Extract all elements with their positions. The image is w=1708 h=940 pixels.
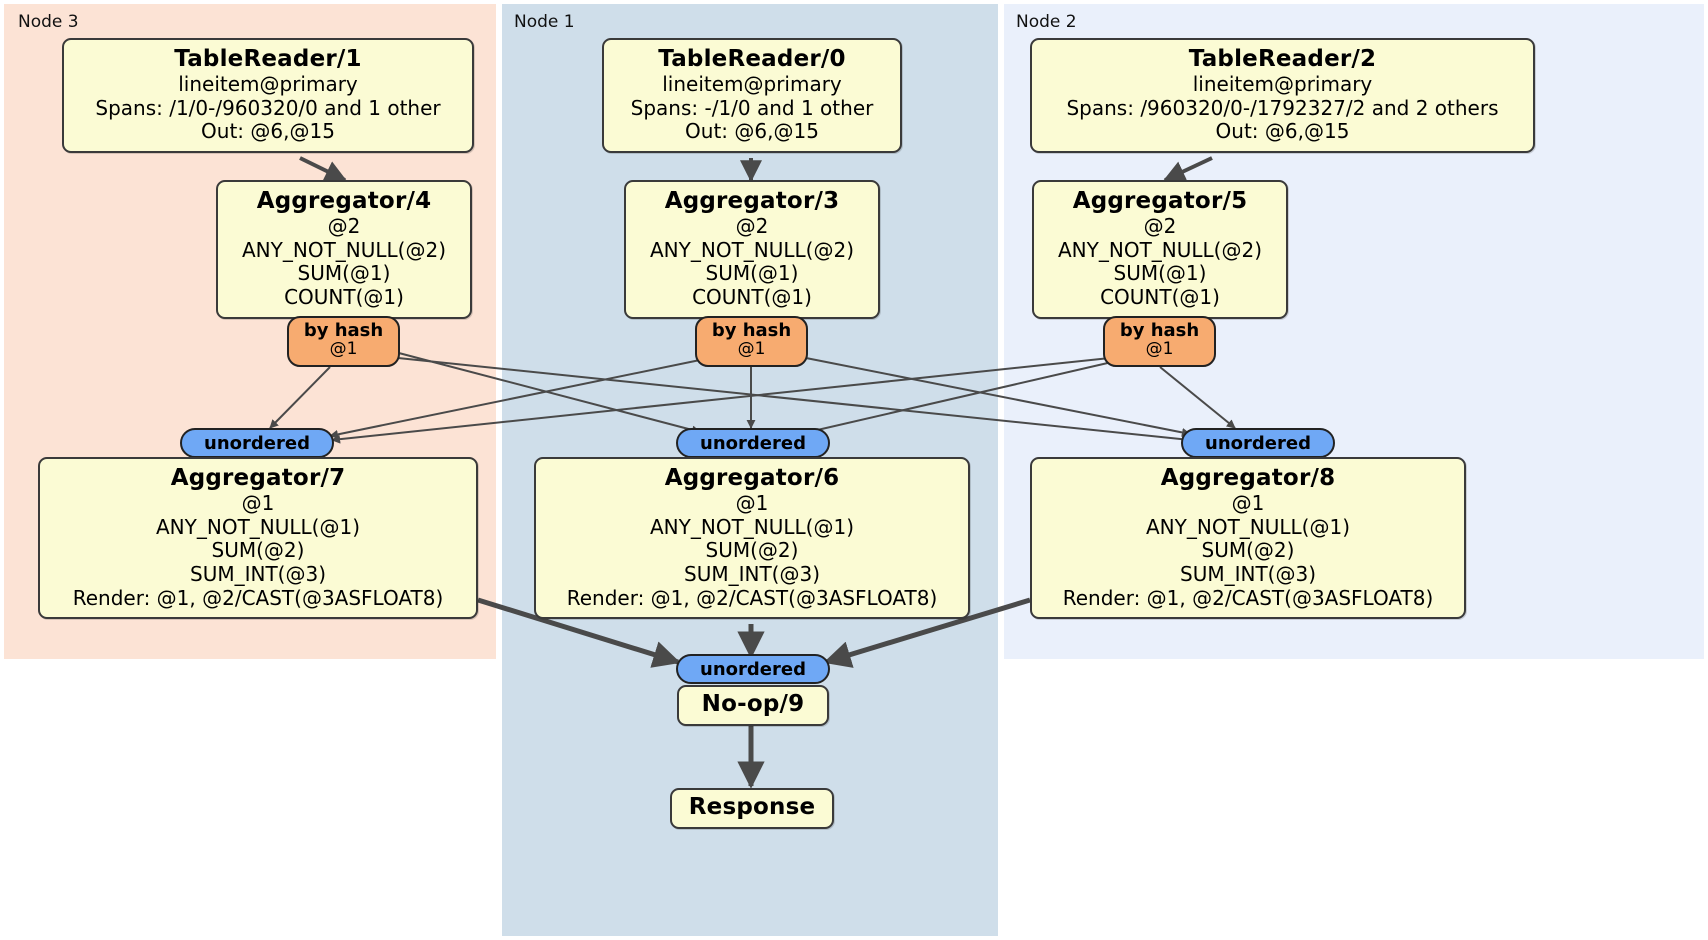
processor-detail: SUM_INT(@3) [684, 561, 820, 586]
synchronizer-label: unordered [700, 659, 806, 680]
synchronizer-unordered-right[interactable]: unordered [1181, 428, 1335, 458]
processor-detail: ANY_NOT_NULL(@2) [242, 237, 446, 262]
router-by-hash-right[interactable]: by hash @1 [1103, 316, 1216, 367]
processor-detail: COUNT(@1) [1100, 284, 1220, 309]
node-label-node1: Node 1 [514, 12, 575, 32]
processor-detail: SUM(@1) [297, 261, 391, 286]
processor-aggregator-5[interactable]: Aggregator/5 @2 ANY_NOT_NULL(@2) SUM(@1)… [1032, 180, 1288, 319]
processor-title: Aggregator/5 [1072, 188, 1248, 214]
processor-detail: COUNT(@1) [692, 284, 812, 309]
router-by-hash-middle[interactable]: by hash @1 [695, 316, 808, 367]
router-by-hash-left[interactable]: by hash @1 [287, 316, 400, 367]
synchronizer-unordered-final[interactable]: unordered [676, 654, 830, 684]
router-type: by hash [711, 320, 792, 341]
synchronizer-label: unordered [1205, 433, 1311, 454]
router-key: @1 [737, 339, 766, 360]
processor-detail: Render: @1, @2/CAST(@3ASFLOAT8) [72, 585, 444, 610]
processor-title: Aggregator/4 [256, 188, 432, 214]
processor-aggregator-7[interactable]: Aggregator/7 @1 ANY_NOT_NULL(@1) SUM(@2)… [38, 457, 478, 620]
processor-aggregator-3[interactable]: Aggregator/3 @2 ANY_NOT_NULL(@2) SUM(@1)… [624, 180, 880, 319]
processor-detail: Spans: /1/0-/960320/0 and 1 other [95, 95, 441, 120]
processor-detail: SUM(@2) [1201, 538, 1295, 563]
processor-detail: @2 [327, 214, 361, 239]
router-key: @1 [329, 339, 358, 360]
processor-tablereader-1[interactable]: TableReader/1 lineitem@primary Spans: /1… [62, 38, 474, 153]
processor-detail: SUM(@1) [705, 261, 799, 286]
synchronizer-unordered-middle[interactable]: unordered [676, 428, 830, 458]
processor-title: TableReader/0 [658, 46, 846, 72]
processor-tablereader-2[interactable]: TableReader/2 lineitem@primary Spans: /9… [1030, 38, 1535, 153]
processor-title: Aggregator/6 [664, 465, 840, 491]
node-label-node2: Node 2 [1016, 12, 1077, 32]
processor-detail: ANY_NOT_NULL(@1) [650, 514, 854, 539]
processor-noop-9[interactable]: No-op/9 [677, 685, 829, 727]
processor-detail: @2 [735, 214, 769, 239]
processor-detail: @1 [735, 491, 769, 516]
processor-title: No-op/9 [701, 691, 805, 717]
processor-detail: Out: @6,@15 [1215, 119, 1350, 144]
processor-detail: Render: @1, @2/CAST(@3ASFLOAT8) [1062, 585, 1434, 610]
processor-aggregator-6[interactable]: Aggregator/6 @1 ANY_NOT_NULL(@1) SUM(@2)… [534, 457, 970, 620]
processor-detail: SUM(@2) [211, 538, 305, 563]
router-type: by hash [303, 320, 384, 341]
processor-detail: ANY_NOT_NULL(@1) [1146, 514, 1350, 539]
processor-title: Aggregator/7 [170, 465, 346, 491]
node-label-node3: Node 3 [18, 12, 79, 32]
processor-detail: Spans: /960320/0-/1792327/2 and 2 others [1066, 95, 1499, 120]
processor-detail: COUNT(@1) [284, 284, 404, 309]
synchronizer-label: unordered [700, 433, 806, 454]
processor-detail: SUM(@2) [705, 538, 799, 563]
processor-title: Response [688, 794, 816, 820]
processor-title: TableReader/1 [174, 46, 362, 72]
processor-tablereader-0[interactable]: TableReader/0 lineitem@primary Spans: -/… [602, 38, 902, 153]
synchronizer-unordered-left[interactable]: unordered [180, 428, 334, 458]
processor-detail: lineitem@primary [1192, 72, 1373, 97]
processor-detail: @2 [1143, 214, 1177, 239]
processor-detail: ANY_NOT_NULL(@1) [156, 514, 360, 539]
processor-detail: SUM_INT(@3) [1180, 561, 1316, 586]
processor-aggregator-8[interactable]: Aggregator/8 @1 ANY_NOT_NULL(@1) SUM(@2)… [1030, 457, 1466, 620]
router-key: @1 [1145, 339, 1174, 360]
processor-title: TableReader/2 [1188, 46, 1377, 72]
processor-title: Aggregator/3 [664, 188, 840, 214]
processor-detail: @1 [241, 491, 275, 516]
processor-detail: SUM(@1) [1113, 261, 1207, 286]
processor-title: Aggregator/8 [1160, 465, 1336, 491]
processor-detail: lineitem@primary [178, 72, 358, 97]
processor-detail: lineitem@primary [662, 72, 842, 97]
processor-detail: Spans: -/1/0 and 1 other [630, 95, 874, 120]
processor-detail: @1 [1231, 491, 1265, 516]
synchronizer-label: unordered [204, 433, 310, 454]
processor-detail: ANY_NOT_NULL(@2) [1058, 237, 1262, 262]
processor-detail: SUM_INT(@3) [190, 561, 326, 586]
processor-detail: Render: @1, @2/CAST(@3ASFLOAT8) [566, 585, 938, 610]
router-type: by hash [1119, 320, 1200, 341]
processor-aggregator-4[interactable]: Aggregator/4 @2 ANY_NOT_NULL(@2) SUM(@1)… [216, 180, 472, 319]
processor-detail: Out: @6,@15 [201, 119, 335, 144]
processor-detail: ANY_NOT_NULL(@2) [650, 237, 854, 262]
processor-detail: Out: @6,@15 [685, 119, 819, 144]
processor-response[interactable]: Response [670, 788, 834, 830]
